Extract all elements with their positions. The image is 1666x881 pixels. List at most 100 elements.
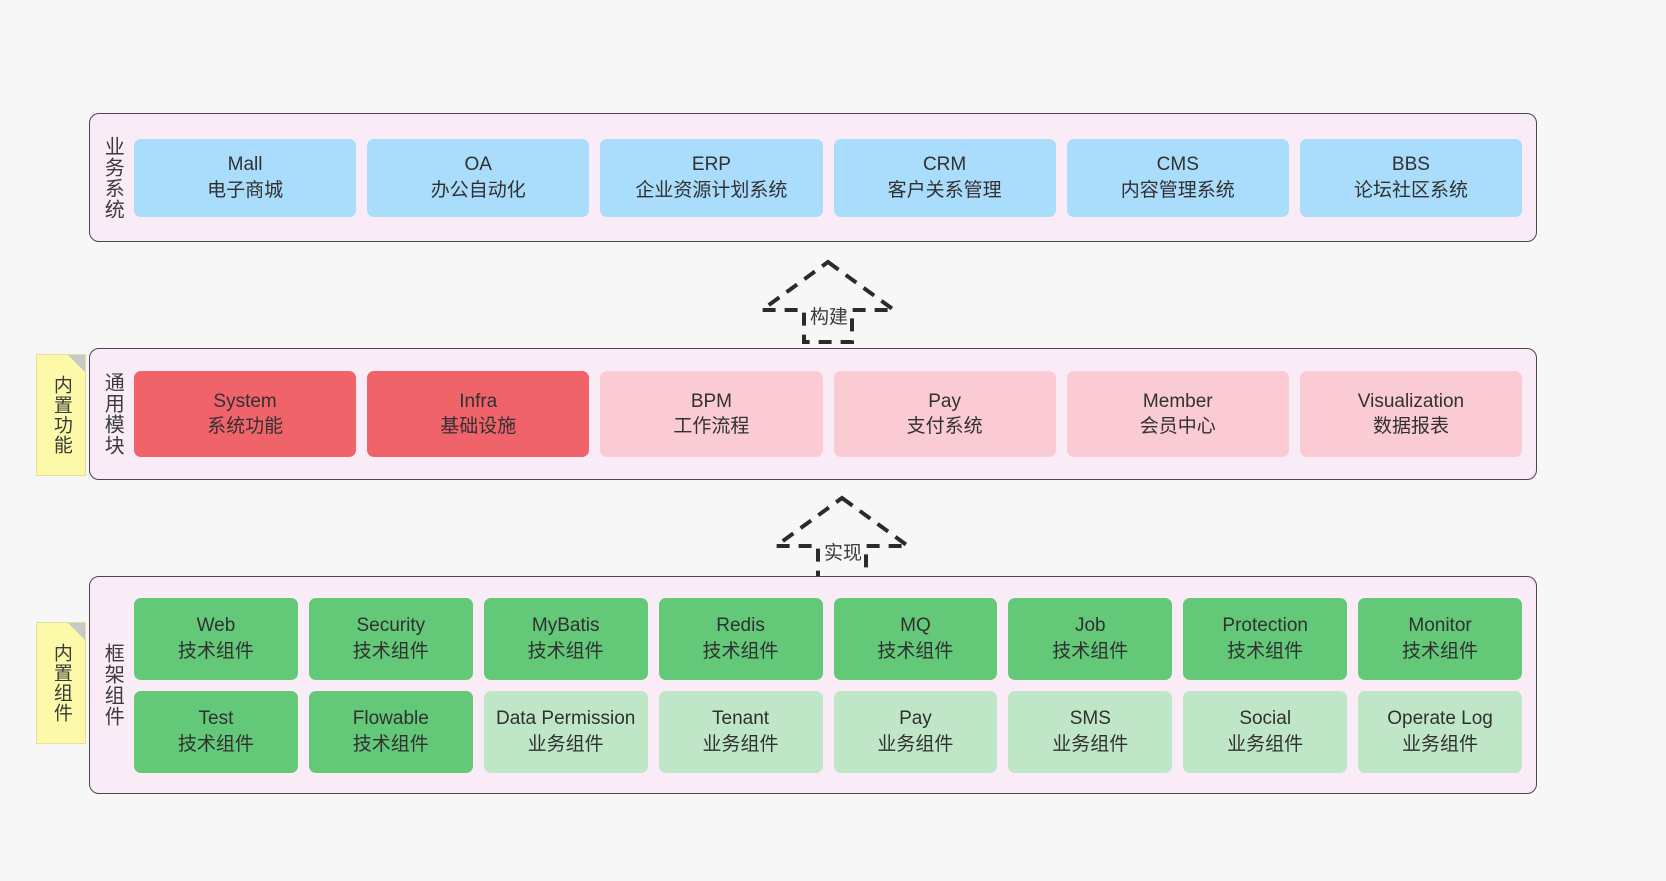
- layer-common-modules[interactable]: 通用模块 System 系统功能 Infra 基础设施 BPM 工作流程 Pay: [89, 348, 1537, 480]
- card-monitor-en: Monitor: [1408, 615, 1472, 637]
- connector-implement: 实现: [769, 494, 915, 582]
- card-crm[interactable]: CRM 客户关系管理: [833, 138, 1056, 217]
- card-operate-log[interactable]: Operate Log 业务组件: [1358, 690, 1522, 773]
- card-flowable[interactable]: Flowable 技术组件: [308, 690, 473, 773]
- card-cms-cn: 内容管理系统: [1120, 179, 1235, 201]
- card-visualization-cn: 数据报表: [1372, 416, 1449, 437]
- card-data-permission-cn: 业务组件: [527, 733, 604, 755]
- card-sms[interactable]: SMS 业务组件: [1008, 690, 1173, 773]
- card-tenant-cn: 业务组件: [702, 733, 779, 755]
- business-card-row: Mall 电子商城 OA 办公自动化 ERP 企业资源计划系统 CRM 客户关系…: [134, 138, 1523, 217]
- card-web-en: Web: [196, 615, 236, 637]
- card-mybatis-en: MyBatis: [531, 615, 600, 637]
- card-social-en: Social: [1239, 708, 1292, 730]
- card-redis-en: Redis: [716, 615, 765, 637]
- card-bbs-cn: 论坛社区系统: [1353, 179, 1468, 201]
- card-pay-module-cn: 支付系统: [906, 416, 983, 437]
- card-protection-en: Protection: [1222, 615, 1308, 637]
- card-member[interactable]: Member 会员中心: [1066, 371, 1289, 457]
- card-social[interactable]: Social 业务组件: [1183, 690, 1348, 773]
- card-monitor-cn: 技术组件: [1402, 640, 1479, 662]
- card-infra[interactable]: Infra 基础设施: [367, 371, 590, 457]
- card-flowable-en: Flowable: [352, 708, 429, 730]
- note-builtin-function-label: 内置功能: [50, 375, 72, 455]
- card-pay-component-en: Pay: [899, 708, 932, 730]
- card-monitor[interactable]: Monitor 技术组件: [1358, 597, 1522, 680]
- card-redis[interactable]: Redis 技术组件: [658, 597, 823, 680]
- card-cms-en: CMS: [1156, 154, 1199, 176]
- card-tenant-en: Tenant: [712, 708, 770, 730]
- card-mybatis-cn: 技术组件: [527, 640, 604, 662]
- card-test-cn: 技术组件: [177, 733, 254, 755]
- layer-framework-components-body: Web 技术组件 Security 技术组件 MyBatis 技术组件 Redi…: [134, 577, 1536, 793]
- card-mall[interactable]: Mall 电子商城: [134, 138, 357, 217]
- layer-common-modules-body: System 系统功能 Infra 基础设施 BPM 工作流程 Pay 支付系统…: [134, 349, 1536, 479]
- card-bbs-en: BBS: [1391, 154, 1430, 176]
- note-fold-corner-icon: [68, 355, 85, 372]
- build-arrow-shape: [755, 259, 901, 344]
- card-crm-cn: 客户关系管理: [887, 179, 1002, 201]
- card-cms[interactable]: CMS 内容管理系统: [1066, 138, 1289, 217]
- card-pay-component-cn: 业务组件: [877, 733, 954, 755]
- card-tenant[interactable]: Tenant 业务组件: [658, 690, 823, 773]
- card-mq-cn: 技术组件: [877, 640, 954, 662]
- card-test[interactable]: Test 技术组件: [134, 690, 298, 773]
- card-erp[interactable]: ERP 企业资源计划系统: [600, 138, 823, 217]
- card-sms-cn: 业务组件: [1052, 733, 1129, 755]
- card-security-cn: 技术组件: [352, 640, 429, 662]
- card-mybatis[interactable]: MyBatis 技术组件: [483, 597, 648, 680]
- card-mall-cn: 电子商城: [207, 179, 284, 201]
- card-bbs[interactable]: BBS 论坛社区系统: [1299, 138, 1523, 217]
- card-visualization[interactable]: Visualization 数据报表: [1299, 371, 1523, 457]
- layer-common-modules-title: 通用模块: [101, 372, 124, 456]
- card-oa-en: OA: [464, 154, 492, 176]
- card-member-en: Member: [1142, 390, 1213, 412]
- card-bpm-en: BPM: [690, 390, 733, 412]
- card-pay-module-en: Pay: [928, 390, 961, 412]
- card-mq[interactable]: MQ 技术组件: [833, 597, 998, 680]
- card-pay-component[interactable]: Pay 业务组件: [833, 690, 998, 773]
- card-erp-en: ERP: [691, 154, 731, 176]
- card-oa[interactable]: OA 办公自动化: [367, 138, 590, 217]
- card-bpm-cn: 工作流程: [673, 416, 750, 437]
- layer-business-system-body: Mall 电子商城 OA 办公自动化 ERP 企业资源计划系统 CRM 客户关系…: [134, 114, 1536, 241]
- card-web[interactable]: Web 技术组件: [134, 597, 298, 680]
- card-job-cn: 技术组件: [1052, 640, 1129, 662]
- connector-build-label: 构建: [810, 307, 849, 328]
- card-security-en: Security: [356, 615, 426, 637]
- layer-business-system-title: 业务系统: [101, 135, 124, 220]
- card-infra-en: Infra: [459, 390, 498, 412]
- card-visualization-en: Visualization: [1357, 390, 1465, 412]
- card-flowable-cn: 技术组件: [352, 733, 429, 755]
- card-bpm[interactable]: BPM 工作流程: [600, 371, 823, 457]
- card-protection[interactable]: Protection 技术组件: [1183, 597, 1348, 680]
- connector-build: 构建: [755, 258, 901, 346]
- card-protection-cn: 技术组件: [1227, 640, 1304, 662]
- card-web-cn: 技术组件: [177, 640, 254, 662]
- card-social-cn: 业务组件: [1227, 733, 1304, 755]
- card-oa-cn: 办公自动化: [430, 179, 526, 201]
- card-system[interactable]: System 系统功能: [134, 371, 357, 457]
- card-member-cn: 会员中心: [1139, 416, 1216, 437]
- layer-framework-components-title: 框架组件: [101, 643, 124, 727]
- card-job-en: Job: [1074, 615, 1106, 637]
- framework-row-technical: Web 技术组件 Security 技术组件 MyBatis 技术组件 Redi…: [134, 597, 1522, 680]
- framework-card-rows: Web 技术组件 Security 技术组件 MyBatis 技术组件 Redi…: [134, 597, 1522, 773]
- card-test-en: Test: [198, 708, 234, 730]
- card-pay-module[interactable]: Pay 支付系统: [833, 371, 1056, 457]
- card-data-permission[interactable]: Data Permission 业务组件: [483, 690, 648, 773]
- card-mq-en: MQ: [900, 615, 931, 637]
- card-security[interactable]: Security 技术组件: [308, 597, 473, 680]
- layer-framework-components[interactable]: 框架组件 Web 技术组件 Security 技术组件 MyBatis 技术组件: [89, 576, 1537, 794]
- card-operate-log-cn: 业务组件: [1402, 733, 1479, 755]
- framework-row-business: Test 技术组件 Flowable 技术组件 Data Permission …: [134, 690, 1522, 773]
- card-job[interactable]: Job 技术组件: [1008, 597, 1173, 680]
- note-builtin-component[interactable]: 内置组件: [36, 622, 86, 744]
- layer-business-system[interactable]: 业务系统 Mall 电子商城 OA 办公自动化 ERP 企业资源计划系统 CRM: [89, 113, 1537, 242]
- module-card-row: System 系统功能 Infra 基础设施 BPM 工作流程 Pay 支付系统…: [134, 371, 1523, 457]
- card-redis-cn: 技术组件: [702, 640, 779, 662]
- card-system-en: System: [213, 390, 277, 412]
- connector-implement-label: 实现: [824, 543, 863, 564]
- note-builtin-function[interactable]: 内置功能: [36, 354, 86, 476]
